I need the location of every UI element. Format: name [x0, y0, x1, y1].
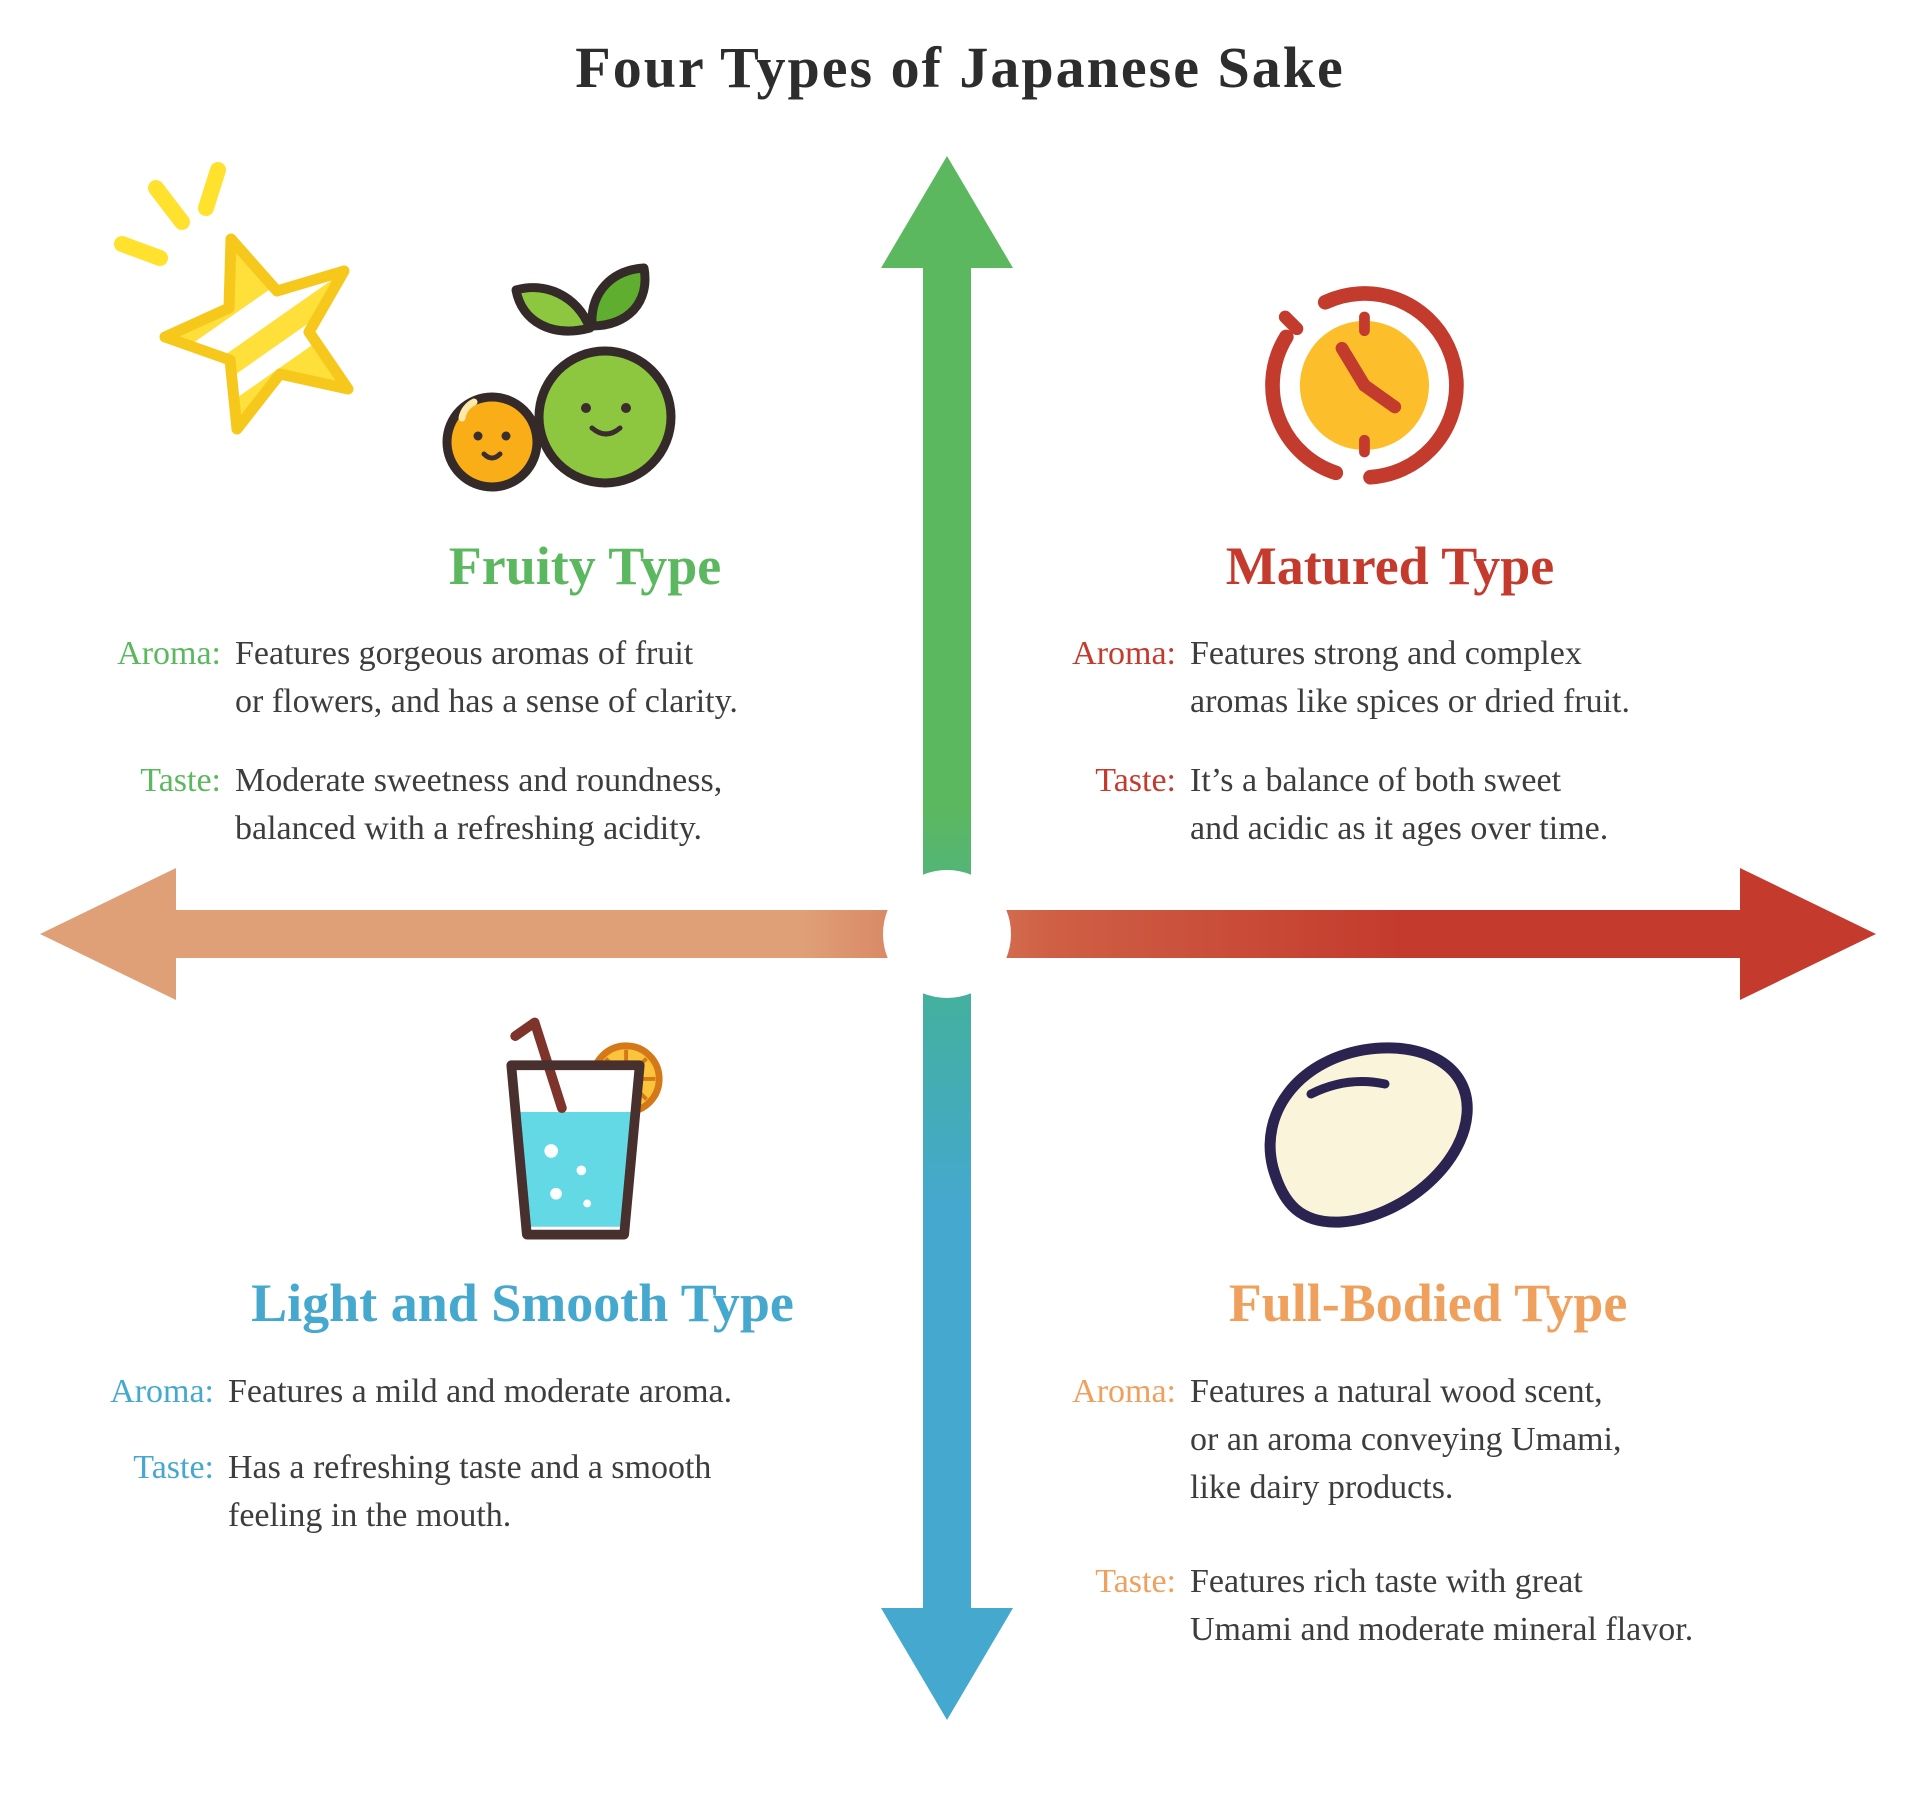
taste-text: Has a refreshing taste and a smooth feel…	[228, 1449, 712, 1534]
light-title: Light and Smooth Type	[251, 1273, 794, 1333]
aroma-label: Aroma:	[117, 635, 221, 672]
taste-text: Moderate sweetness and roundness, balanc…	[235, 762, 723, 847]
full-aroma: Aroma: Features a natural wood scent, or…	[1050, 1368, 1621, 1512]
aroma-text: Features a mild and moderate aroma.	[228, 1373, 733, 1410]
aroma-text: Features gorgeous aromas of fruit or flo…	[235, 635, 738, 720]
right-arrowhead	[1740, 868, 1876, 1000]
aroma-label: Aroma:	[110, 1373, 214, 1410]
taste-text: Features rich taste with great Umami and…	[1190, 1563, 1694, 1648]
taste-label: Taste:	[1095, 1563, 1176, 1600]
up-arrowhead	[881, 156, 1013, 268]
taste-label: Taste:	[1095, 762, 1176, 799]
fruity-taste: Taste: Moderate sweetness and roundness,…	[95, 757, 722, 853]
clock-icon	[1265, 286, 1464, 485]
aroma-label: Aroma:	[1072, 1373, 1176, 1410]
fruity-aroma: Aroma: Features gorgeous aromas of fruit…	[95, 630, 738, 726]
full-taste: Taste: Features rich taste with great Um…	[1050, 1558, 1693, 1654]
aroma-text: Features a natural wood scent, or an aro…	[1190, 1373, 1622, 1506]
axis-center-gap	[883, 870, 1011, 998]
aroma-text: Features strong and complex aromas like …	[1190, 635, 1630, 720]
taste-label: Taste:	[133, 1449, 214, 1486]
down-arrowhead	[881, 1608, 1013, 1720]
light-aroma: Aroma: Features a mild and moderate arom…	[88, 1368, 732, 1416]
rice-grain-icon	[1264, 1042, 1473, 1228]
page-title: Four Types of Japanese Sake	[575, 35, 1345, 100]
matured-taste: Taste: It’s a balance of both sweet and …	[1050, 757, 1608, 853]
light-taste: Taste: Has a refreshing taste and a smoo…	[88, 1444, 711, 1540]
left-arrowhead	[40, 868, 176, 1000]
fruity-title: Fruity Type	[448, 536, 722, 596]
fruits-icon	[442, 263, 676, 492]
matured-aroma: Aroma: Features strong and complex aroma…	[1050, 630, 1630, 726]
aroma-label: Aroma:	[1072, 635, 1176, 672]
taste-label: Taste:	[140, 762, 221, 799]
sparkle-star-icon	[114, 162, 354, 435]
drink-glass-icon	[506, 1017, 663, 1240]
full-title: Full-Bodied Type	[1228, 1273, 1628, 1333]
matured-title: Matured Type	[1225, 536, 1555, 596]
taste-text: It’s a balance of both sweet and acidic …	[1190, 762, 1609, 847]
